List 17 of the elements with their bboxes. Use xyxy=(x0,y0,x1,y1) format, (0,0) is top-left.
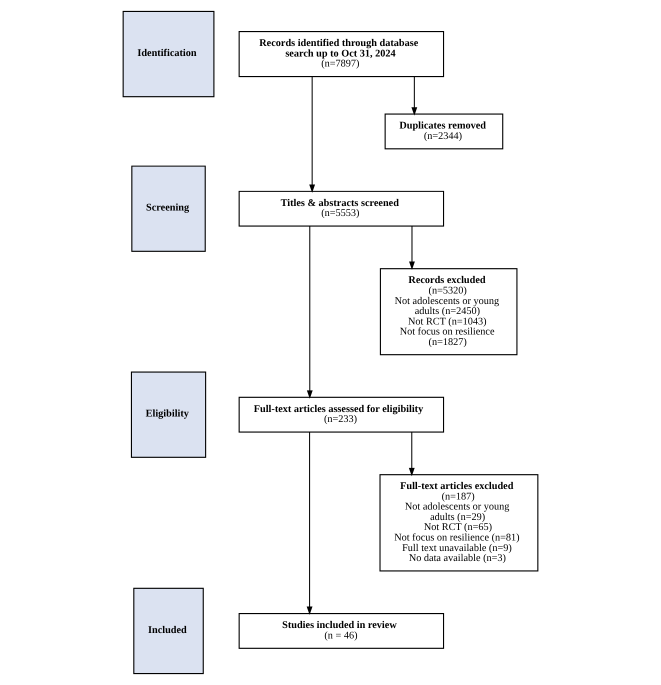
arrow xyxy=(306,226,313,399)
node-box: Duplicates removed (n=2344) xyxy=(384,114,504,150)
node-box: Records identified through database search up to Oct 31, 2024 (n=7897) xyxy=(238,31,444,78)
arrow xyxy=(309,76,316,193)
node-box: Titles & abstracts screened (n=5553) xyxy=(238,190,444,227)
node-box: Full-text articles assessed for eligibility (n=233) xyxy=(238,396,444,433)
node-box: Identification xyxy=(122,10,214,98)
node-box: Screening xyxy=(131,166,206,252)
arrow xyxy=(411,76,418,116)
node-box: Records excluded (n=5320) Not adolescents or young adults (n=2450) Not RCT (n=1043) Not focus on resilience (n=1827) xyxy=(380,268,518,356)
arrow xyxy=(306,432,313,615)
node-box: Eligibility xyxy=(130,372,206,458)
node-box: Full-text articles excluded (n=187) Not adolescents or young adults (n=29) Not RCT (n=65) Not focus on resilience (n=81) Full text unavailable (n=9) No data available (n=3) xyxy=(379,474,538,572)
arrow xyxy=(409,226,415,270)
node-box: Included xyxy=(133,588,204,674)
arrow xyxy=(408,432,415,476)
node-box: Studies included in review (n = 46) xyxy=(238,613,444,649)
